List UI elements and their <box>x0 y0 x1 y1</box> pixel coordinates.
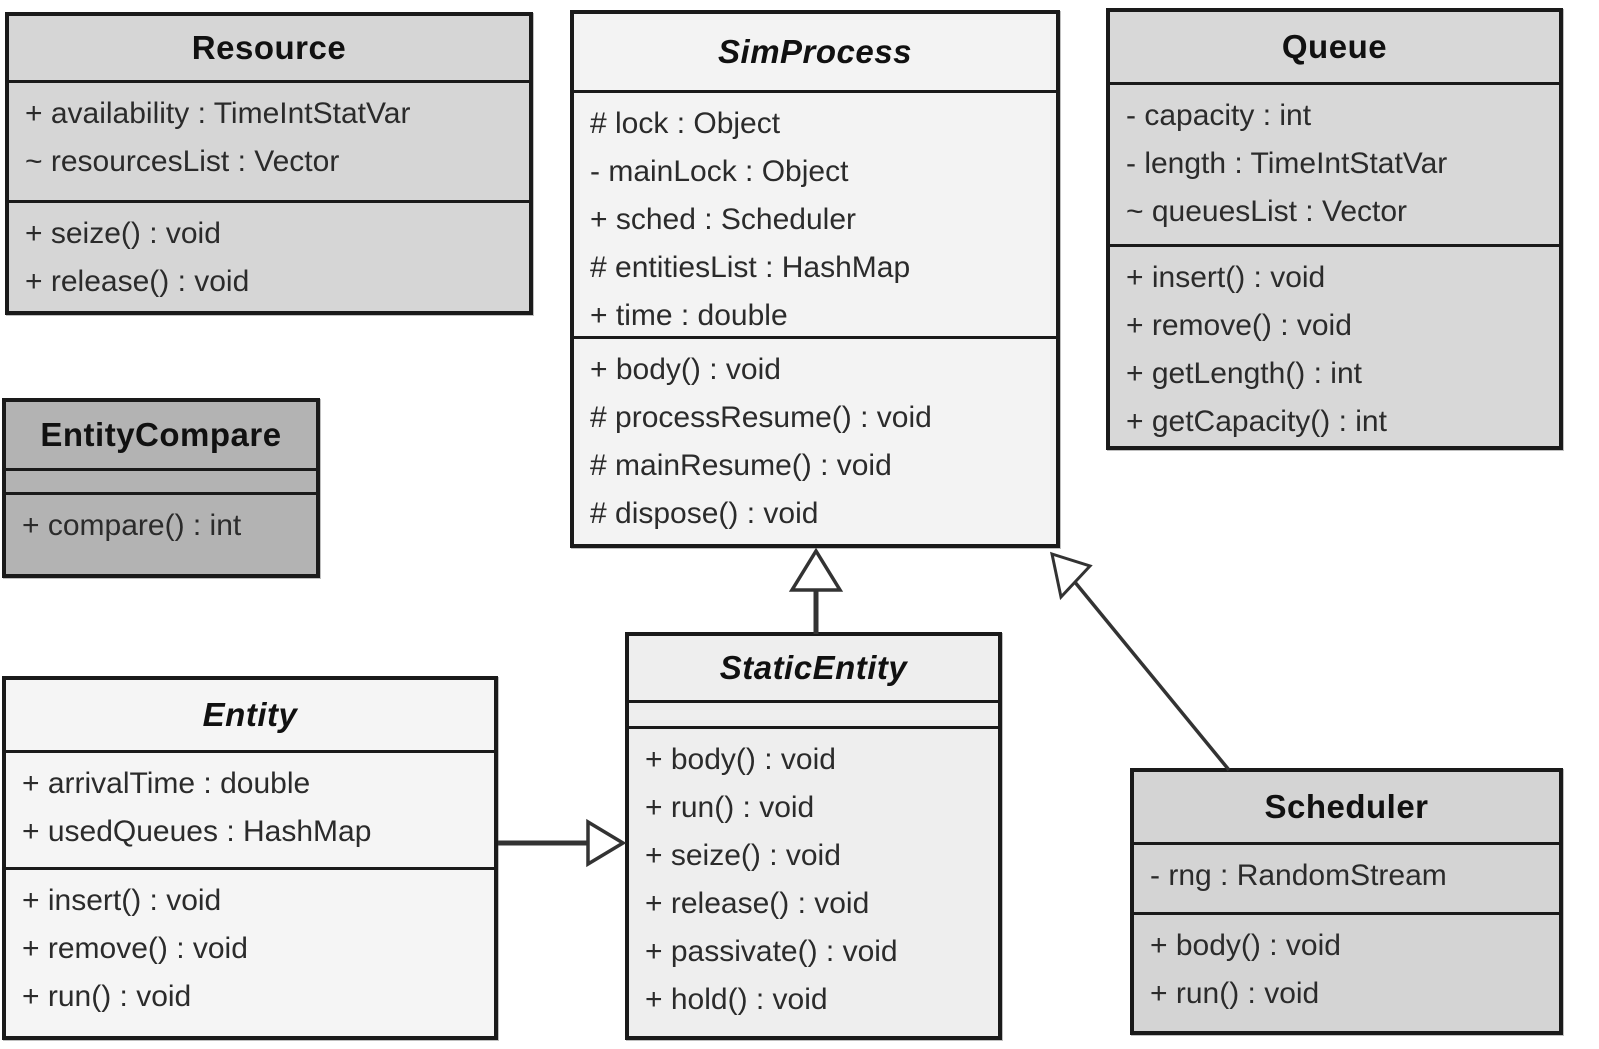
simprocess-methods-section: + body() : void # processResume() : void… <box>574 336 1056 544</box>
class-box-staticentity: StaticEntity + body() : void + run() : v… <box>625 632 1002 1040</box>
class-box-entitycompare: EntityCompare + compare() : int <box>2 398 320 578</box>
class-title-scheduler: Scheduler <box>1264 788 1429 825</box>
attribute-row: # lock : Object <box>590 107 781 140</box>
queue-methods-section: + insert() : void + remove() : void + ge… <box>1110 244 1559 446</box>
entitycompare-attributes-section-empty <box>6 468 316 492</box>
scheduler-attributes-section: - rng : RandomStream <box>1134 842 1559 912</box>
resource-methods-section: + seize() : void + release() : void <box>9 200 529 311</box>
method-row: + hold() : void <box>645 983 828 1016</box>
class-title-queue: Queue <box>1281 28 1388 65</box>
method-row: # mainResume() : void <box>590 449 892 482</box>
generalization-staticentity-to-simprocess <box>788 547 844 634</box>
method-row: + seize() : void <box>645 839 841 872</box>
entity-methods-section: + insert() : void + remove() : void + ru… <box>6 867 494 1036</box>
hollow-triangle-arrowhead <box>586 818 627 868</box>
method-row: + release() : void <box>25 265 250 298</box>
staticentity-methods-section: + body() : void + run() : void + seize()… <box>629 726 998 1036</box>
method-row: + body() : void <box>645 743 836 776</box>
class-title-entitycompare: EntityCompare <box>40 416 282 453</box>
class-title-simprocess: SimProcess <box>718 33 912 70</box>
method-row: + compare() : int <box>22 509 242 542</box>
class-title-staticentity: StaticEntity <box>719 649 908 686</box>
method-row: + getCapacity() : int <box>1126 405 1387 438</box>
class-box-resource: Resource + availability : TimeIntStatVar… <box>5 12 533 315</box>
attribute-row: - capacity : int <box>1126 99 1312 132</box>
method-row: + body() : void <box>590 353 781 386</box>
staticentity-attributes-section-empty <box>629 700 998 726</box>
generalization-scheduler-to-simprocess <box>1050 551 1231 772</box>
method-row: + remove() : void <box>22 932 248 965</box>
attribute-row: + usedQueues : HashMap <box>22 815 372 848</box>
attribute-row: - length : TimeIntStatVar <box>1126 147 1448 180</box>
resource-attributes-section: + availability : TimeIntStatVar ~ resour… <box>9 80 529 200</box>
class-box-queue: Queue - capacity : int - length : TimeIn… <box>1106 8 1563 450</box>
attribute-row: + arrivalTime : double <box>22 767 311 800</box>
method-row: + remove() : void <box>1126 309 1352 342</box>
attribute-row: + sched : Scheduler <box>590 203 857 236</box>
attribute-row: - rng : RandomStream <box>1150 859 1447 892</box>
class-title-resource: Resource <box>191 29 347 66</box>
method-row: + run() : void <box>645 791 815 824</box>
attribute-row: ~ queuesList : Vector <box>1126 195 1408 228</box>
attribute-row: + time : double <box>590 299 788 332</box>
method-row: + getLength() : int <box>1126 357 1362 390</box>
method-row: + run() : void <box>1150 977 1320 1010</box>
class-box-scheduler: Scheduler - rng : RandomStream + body() … <box>1130 768 1563 1035</box>
entitycompare-methods-section: + compare() : int <box>6 492 316 574</box>
attribute-row: # entitiesList : HashMap <box>590 251 911 284</box>
method-row: + seize() : void <box>25 217 221 250</box>
method-row: + passivate() : void <box>645 935 898 968</box>
method-row: + run() : void <box>22 980 192 1013</box>
method-row: + body() : void <box>1150 929 1341 962</box>
method-row: + release() : void <box>645 887 870 920</box>
scheduler-methods-section: + body() : void + run() : void <box>1134 912 1559 1031</box>
method-row: # dispose() : void <box>590 497 819 530</box>
attribute-row: + availability : TimeIntStatVar <box>25 97 411 130</box>
queue-attributes-section: - capacity : int - length : TimeIntStatV… <box>1110 82 1559 244</box>
method-row: + insert() : void <box>1126 261 1326 294</box>
method-row: # processResume() : void <box>590 401 932 434</box>
hollow-triangle-arrowhead <box>1050 551 1093 601</box>
hollow-triangle-arrowhead <box>788 547 844 592</box>
class-box-simprocess: SimProcess # lock : Object - mainLock : … <box>570 10 1060 548</box>
method-row: + insert() : void <box>22 884 222 917</box>
class-box-entity: Entity + arrivalTime : double + usedQueu… <box>2 676 498 1040</box>
class-title-entity: Entity <box>202 696 298 733</box>
entity-attributes-section: + arrivalTime : double + usedQueues : Ha… <box>6 750 494 867</box>
simprocess-attributes-section: # lock : Object - mainLock : Object + sc… <box>574 90 1056 336</box>
attribute-row: ~ resourcesList : Vector <box>25 145 340 178</box>
attribute-row: - mainLock : Object <box>590 155 849 188</box>
generalization-line <box>1072 579 1231 772</box>
generalization-entity-to-staticentity <box>498 818 627 868</box>
